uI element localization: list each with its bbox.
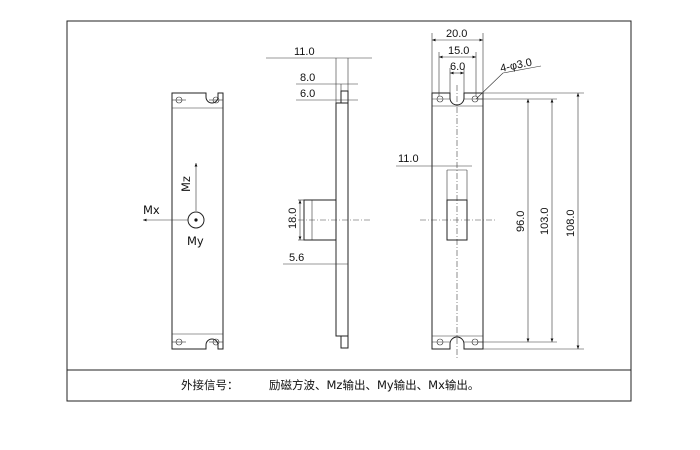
drawing-frame — [66, 20, 632, 402]
front-view: 20.0 15.0 6.0 4-φ3.0 11.0 96.0 103.0 108… — [396, 28, 584, 358]
footer-signals: 励磁方波、Mz输出、My输出、Mx输出。 — [269, 378, 479, 392]
footer-label: 外接信号： — [181, 378, 239, 392]
front-plate-outline — [431, 92, 484, 350]
dim-15: 15.0 — [448, 45, 469, 57]
dim-6-side: 6.0 — [300, 88, 315, 100]
side-plate — [335, 102, 349, 337]
mz-label: Mz — [179, 176, 193, 192]
dim-11-side: 11.0 — [294, 46, 315, 58]
dim-11-front: 11.0 — [398, 153, 419, 165]
dim-8: 8.0 — [300, 72, 315, 84]
dim-103: 103.0 — [539, 207, 551, 235]
left-view: Mx My Mz — [143, 92, 224, 350]
side-tab-bottom — [340, 335, 349, 349]
my-label: My — [187, 234, 204, 248]
dim-20: 20.0 — [446, 28, 467, 40]
left-plate-outline — [171, 92, 224, 350]
dim-5-6: 5.6 — [289, 252, 304, 264]
dim-96: 96.0 — [515, 211, 527, 232]
dim-6-front: 6.0 — [450, 61, 465, 73]
side-tab-top — [340, 90, 349, 104]
dim-18: 18.0 — [287, 208, 299, 229]
side-view: 11.0 8.0 6.0 18.0 5.6 — [266, 46, 372, 349]
holes-callout: 4-φ3.0 — [499, 56, 533, 74]
dim-108: 108.0 — [565, 209, 577, 237]
mx-label: Mx — [143, 203, 160, 217]
